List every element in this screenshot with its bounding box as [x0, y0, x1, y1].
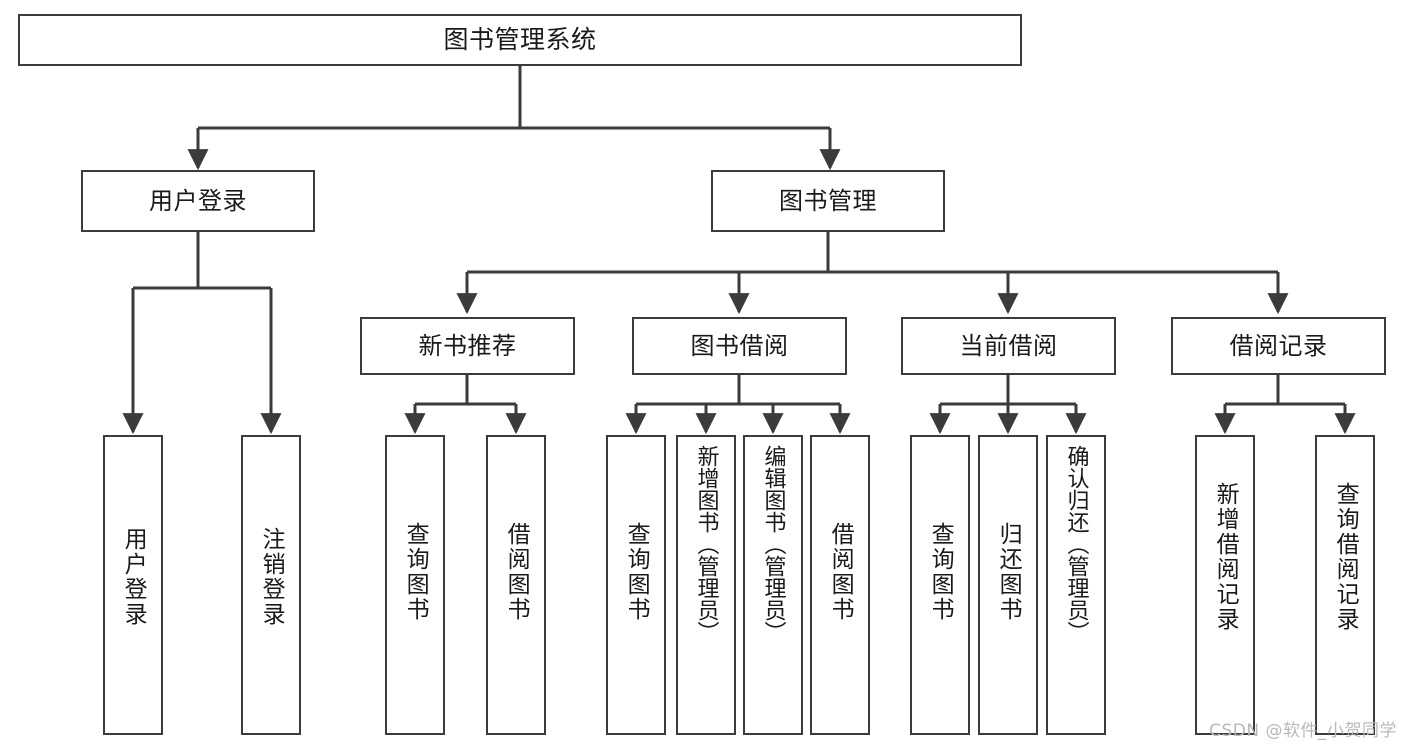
- node-label: 新增借阅记录: [1212, 482, 1239, 632]
- node-label: 图书借阅: [690, 331, 789, 360]
- node-label: 当前借阅: [959, 331, 1058, 360]
- node-label: 图书管理: [779, 186, 877, 215]
- node-leaf-query-record[interactable]: 查询借阅记录: [1315, 435, 1375, 735]
- node-label: 新书推荐: [418, 331, 517, 360]
- node-label: 编辑图书（管理员）: [760, 445, 786, 643]
- node-label: 归还图书: [995, 522, 1022, 622]
- node-leaf-borrow-book-2[interactable]: 借阅图书: [810, 435, 870, 735]
- node-label: 新增图书（管理员）: [693, 445, 719, 643]
- node-leaf-add-record[interactable]: 新增借阅记录: [1195, 435, 1255, 735]
- node-new-book-recommend[interactable]: 新书推荐: [360, 317, 575, 375]
- node-book-borrow[interactable]: 图书借阅: [632, 317, 847, 375]
- node-label: 图书管理系统: [443, 25, 597, 55]
- node-label: 用户登录: [120, 527, 147, 627]
- node-current-borrow[interactable]: 当前借阅: [901, 317, 1116, 375]
- node-label: 借阅记录: [1229, 331, 1328, 360]
- node-leaf-user-login[interactable]: 用户登录: [103, 435, 163, 735]
- node-leaf-confirm-return[interactable]: 确认归还（管理员）: [1046, 435, 1106, 735]
- node-label: 注销登录: [258, 527, 285, 627]
- node-label: 查询借阅记录: [1332, 482, 1359, 632]
- node-label: 借阅图书: [503, 522, 530, 622]
- node-leaf-borrow-book-1[interactable]: 借阅图书: [486, 435, 546, 735]
- node-label: 确认归还（管理员）: [1063, 445, 1089, 643]
- node-user-login[interactable]: 用户登录: [81, 170, 315, 232]
- node-leaf-query-book-3[interactable]: 查询图书: [910, 435, 970, 735]
- node-label: 用户登录: [149, 186, 247, 215]
- node-leaf-edit-book[interactable]: 编辑图书（管理员）: [743, 435, 803, 735]
- node-label: 查询图书: [927, 522, 954, 622]
- node-leaf-query-book-2[interactable]: 查询图书: [606, 435, 666, 735]
- node-leaf-logout-login[interactable]: 注销登录: [241, 435, 301, 735]
- node-leaf-query-book-1[interactable]: 查询图书: [385, 435, 445, 735]
- node-borrow-record[interactable]: 借阅记录: [1171, 317, 1386, 375]
- node-label: 查询图书: [402, 522, 429, 622]
- node-label: 借阅图书: [827, 522, 854, 622]
- node-leaf-return-book[interactable]: 归还图书: [978, 435, 1038, 735]
- node-leaf-add-book[interactable]: 新增图书（管理员）: [676, 435, 736, 735]
- node-label: 查询图书: [623, 522, 650, 622]
- node-root-system[interactable]: 图书管理系统: [18, 14, 1022, 66]
- csdn-watermark: CSDN @软件_小贺同学: [1209, 721, 1397, 741]
- node-book-manage[interactable]: 图书管理: [711, 170, 945, 232]
